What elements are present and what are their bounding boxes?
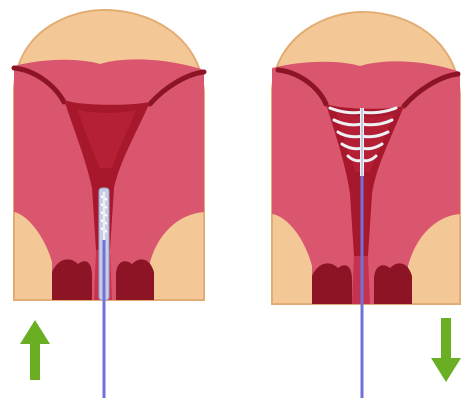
up-arrow-icon: [20, 320, 50, 380]
left-cervix-lobe-right: [116, 259, 154, 300]
panel-left: [14, 10, 204, 398]
panel-right: [272, 12, 461, 398]
right-cervix-lobe-right: [374, 263, 412, 304]
left-cervix-lobe-left: [52, 259, 92, 300]
down-arrow-icon: [431, 318, 461, 382]
right-cervix-lobe-left: [312, 263, 352, 304]
